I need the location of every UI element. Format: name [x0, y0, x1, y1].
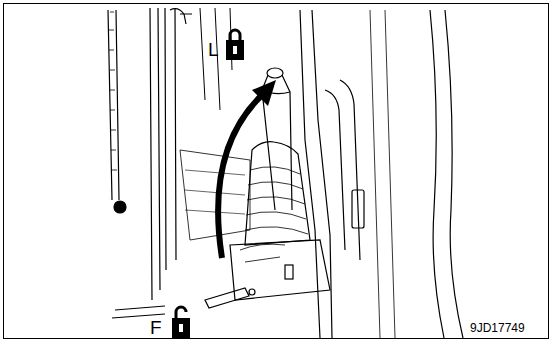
floor-detail: [185, 170, 245, 214]
operation-arrow: [218, 95, 262, 258]
door-frame: [300, 10, 332, 338]
wire: [240, 244, 285, 262]
figure-code: 9JD17749: [470, 322, 525, 334]
door-glass: [430, 10, 463, 338]
lock-pin: [205, 288, 249, 308]
wiper-pivot: [114, 201, 126, 213]
pin-hole: [249, 289, 255, 295]
door-panel: [370, 10, 395, 338]
frame-border: [4, 4, 549, 339]
lever-knob: [267, 68, 283, 78]
floor-panel: [180, 150, 250, 240]
lever-boot: [245, 142, 310, 245]
position-label: L: [208, 40, 219, 59]
position-label: F: [150, 318, 162, 337]
window-pillar: [150, 8, 176, 300]
door-edge: [325, 80, 360, 260]
boot-folds: [245, 167, 308, 234]
locked-icon: [226, 30, 244, 60]
wiper-arm: [108, 10, 119, 200]
door-handle: [352, 190, 364, 228]
lever-base: [230, 240, 330, 300]
latch: [170, 9, 192, 24]
bolt: [285, 265, 293, 279]
leader-lines: [112, 306, 165, 318]
arrow-head: [252, 80, 276, 106]
unlocked-icon: [172, 307, 190, 338]
wiper-blade: [109, 12, 117, 170]
